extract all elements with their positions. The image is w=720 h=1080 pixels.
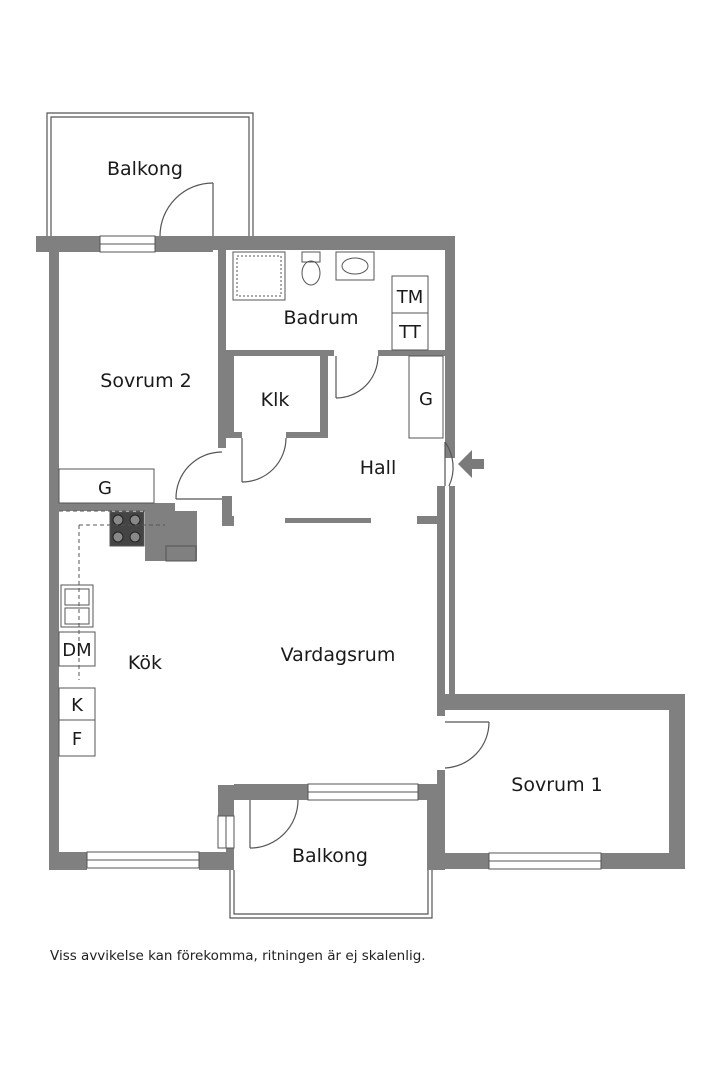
room-label-sovrum1: Sovrum 1 xyxy=(511,774,602,796)
balcony-top-outline xyxy=(46,112,254,236)
f-box xyxy=(58,719,96,757)
sink-icon xyxy=(335,251,375,281)
kitchen-fixtures xyxy=(58,510,197,757)
sovrum2-wardrobe xyxy=(58,468,155,504)
room-label-balkong-bottom: Balkong xyxy=(292,845,368,867)
room-label-klk: Klk xyxy=(261,389,290,411)
fixture-label-tm: TM xyxy=(396,287,424,308)
fixture-label-g-sovrum2: G xyxy=(98,478,112,499)
entrance-arrow-icon xyxy=(458,450,484,478)
shower-icon xyxy=(232,251,286,301)
hall-wardrobe xyxy=(408,355,444,439)
door-openings xyxy=(232,496,244,516)
room-label-hall: Hall xyxy=(360,457,397,479)
windows xyxy=(86,235,602,870)
fixture-label-f: F xyxy=(72,729,82,750)
fixture-label-tt: TT xyxy=(398,322,422,343)
room-label-vardagsrum: Vardagsrum xyxy=(281,644,396,666)
doors xyxy=(159,182,490,849)
fixture-label-dm: DM xyxy=(62,640,91,661)
bathroom-fixtures xyxy=(58,251,444,504)
room-label-badrum: Badrum xyxy=(283,307,358,329)
toilet-icon xyxy=(301,251,321,263)
dm-box xyxy=(58,631,96,667)
room-label-sovrum2: Sovrum 2 xyxy=(100,370,191,392)
room-label-kok: Kök xyxy=(128,652,162,674)
fixture-label-g-hall: G xyxy=(419,389,433,410)
fixture-label-k: K xyxy=(71,695,84,716)
room-label-balkong-top: Balkong xyxy=(107,158,183,180)
kitchen-sink-icon xyxy=(60,584,94,628)
balcony-bottom-outline xyxy=(229,870,433,919)
disclaimer-text: Viss avvikelse kan förekomma, ritningen … xyxy=(50,948,426,964)
